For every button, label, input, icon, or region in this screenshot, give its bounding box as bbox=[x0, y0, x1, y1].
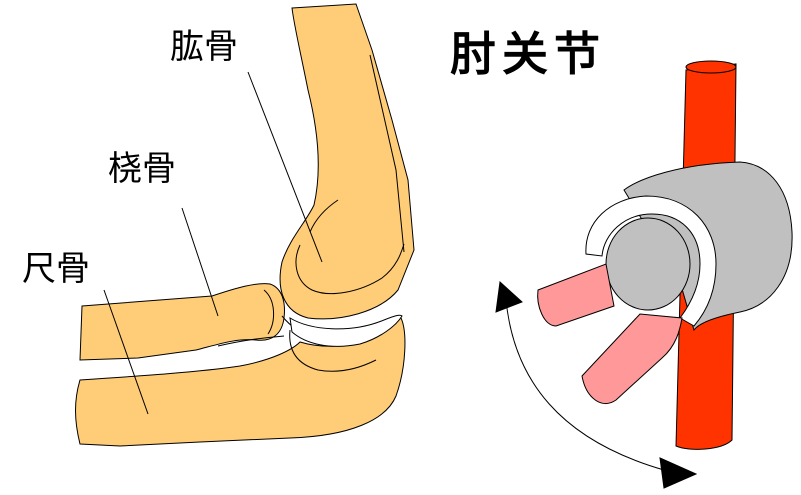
arrowhead-up-icon bbox=[495, 280, 523, 313]
bearing-ring bbox=[585, 195, 717, 327]
rotation-arc bbox=[505, 299, 665, 471]
arrowhead-right-icon bbox=[659, 457, 698, 489]
elbow-anatomy bbox=[75, 3, 415, 447]
ulna-label: 尺骨 bbox=[22, 249, 90, 289]
diagram-title: 肘关节 bbox=[450, 27, 606, 81]
humerus-contour-line bbox=[369, 54, 405, 253]
inner-cylinder bbox=[605, 217, 691, 311]
radius-bone bbox=[79, 283, 285, 361]
ulna-leader-line bbox=[103, 289, 149, 415]
humerus-label: 肱骨 bbox=[170, 27, 238, 67]
humerus-leader-line bbox=[247, 71, 323, 263]
shaft-top-cap bbox=[685, 60, 737, 74]
joint-space bbox=[289, 314, 403, 347]
ulna-inner-line bbox=[289, 329, 377, 372]
humerus-inner-curve bbox=[309, 199, 339, 233]
hinge-model bbox=[495, 60, 793, 489]
radius-leader-line bbox=[181, 207, 219, 317]
radius-head-line bbox=[263, 289, 274, 335]
lower-arm-link bbox=[581, 313, 683, 405]
upper-arm-link bbox=[537, 263, 615, 327]
radius-label: 桡骨 bbox=[108, 149, 176, 189]
radius-neck-line bbox=[217, 335, 285, 347]
humerus-condyle-line bbox=[295, 243, 405, 295]
